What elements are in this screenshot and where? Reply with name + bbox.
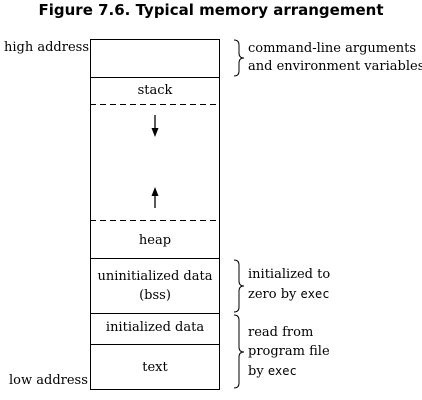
- stack-label: stack: [137, 83, 173, 98]
- heap-label: heap: [138, 233, 172, 248]
- args-note-line2: and environment variables: [248, 59, 422, 74]
- stack-grows-down-arrow: [151, 115, 159, 137]
- data-note-line2: program file: [248, 344, 330, 359]
- exec-code: exec: [267, 364, 297, 378]
- exec-code: exec: [300, 287, 330, 301]
- bss-note-line1: initialized to: [248, 267, 331, 282]
- figure-title: Figure 7.6. Typical memory arrangement: [38, 1, 384, 19]
- data-text-brace: [233, 314, 245, 389]
- high-address-label: high address: [4, 40, 90, 55]
- data-note-text: by: [248, 364, 268, 379]
- heap-grows-up-arrow: [151, 187, 159, 208]
- bss-note-line2: zero by exec: [248, 285, 329, 304]
- data-note-line1: read from: [248, 325, 314, 340]
- memory-column: [90, 39, 220, 390]
- data-note-line3: by exec: [248, 362, 297, 381]
- bss-note-text: zero by: [248, 287, 301, 302]
- args-brace: [233, 39, 245, 77]
- bss-label-line2: (bss): [139, 288, 171, 303]
- low-address-label: low address: [9, 373, 88, 388]
- initialized-data-label: initialized data: [105, 320, 205, 335]
- bss-label-line1: uninitialized data: [97, 269, 213, 284]
- bss-brace: [233, 259, 245, 313]
- text-label: text: [142, 360, 168, 375]
- args-note-line1: command-line arguments: [248, 41, 417, 56]
